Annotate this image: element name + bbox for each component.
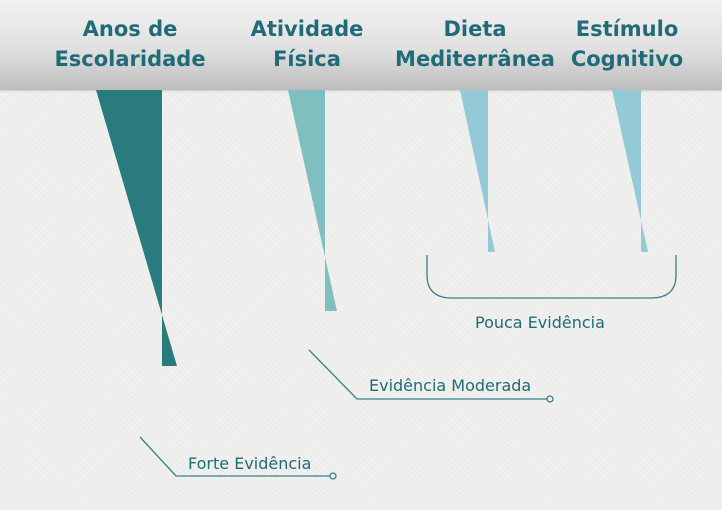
column-title-line: Anos de <box>82 17 178 41</box>
column-title-anos-de-escolaridade: Anos de Escolaridade <box>40 14 220 74</box>
header-bar <box>0 0 722 90</box>
column-title-atividade-fisica: Atividade Física <box>232 14 382 74</box>
column-title-line: Dieta <box>443 17 507 41</box>
column-title-estimulo-cognitivo: Estímulo Cognitivo <box>562 14 692 74</box>
column-title-dieta-mediterranea: Dieta Mediterrânea <box>390 14 560 74</box>
label-strong-evidence: Forte Evidência <box>188 454 312 473</box>
callout-line-strong <box>139 436 330 477</box>
column-title-line: Estímulo <box>575 17 679 41</box>
arrow-dieta-mediterranea <box>460 90 495 252</box>
label-weak-evidence: Pouca Evidência <box>475 313 605 332</box>
arrow-anos-de-escolaridade <box>96 90 177 366</box>
column-title-line: Atividade <box>250 17 364 41</box>
arrow-atividade-fisica <box>288 90 337 311</box>
column-title-line: Cognitivo <box>570 47 684 71</box>
callout-line-moderate <box>308 349 547 400</box>
callout-end-dot <box>329 472 337 480</box>
column-title-line: Mediterrânea <box>395 47 555 71</box>
column-title-line: Escolaridade <box>54 47 206 71</box>
arrow-estimulo-cognitivo <box>612 90 648 252</box>
callout-end-dot <box>546 395 554 403</box>
column-title-line: Física <box>273 47 341 71</box>
label-moderate-evidence: Evidência Moderada <box>369 376 532 395</box>
weak-evidence-bracket <box>426 255 677 299</box>
